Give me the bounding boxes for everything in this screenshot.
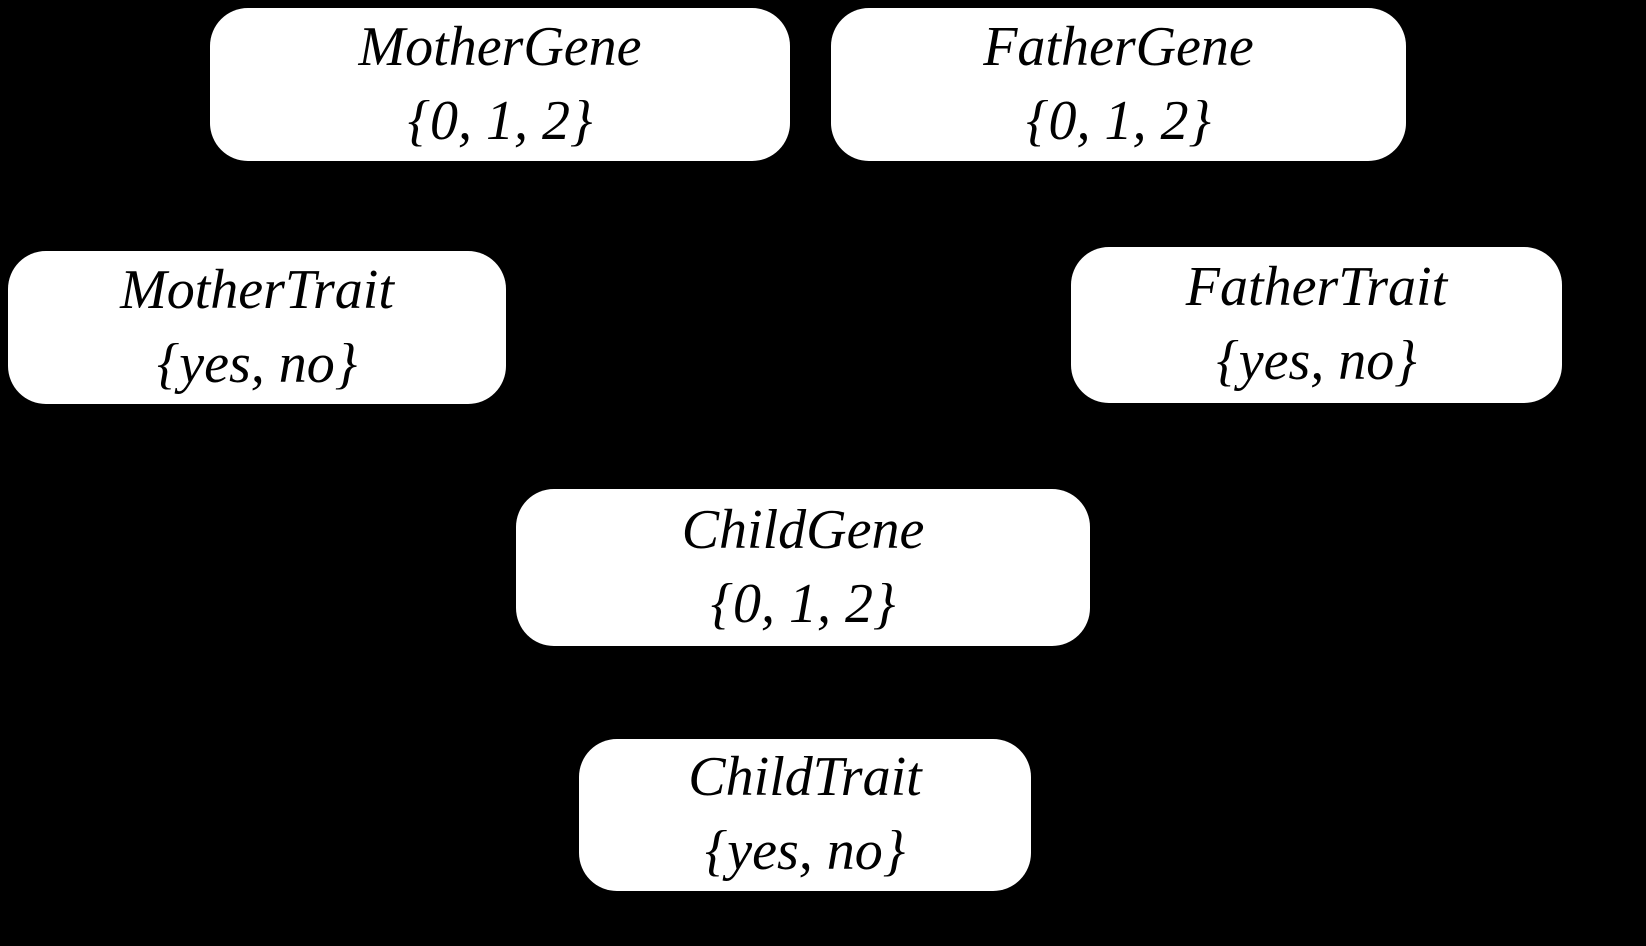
node-label: MotherGene (358, 15, 642, 78)
node-domain: {yes, no} (704, 820, 906, 882)
node-domain: {0, 1, 2} (1026, 89, 1211, 152)
node-mother-gene: MotherGene {0, 1, 2} (210, 8, 790, 161)
node-label: ChildTrait (688, 746, 922, 809)
node-domain: {0, 1, 2} (407, 89, 593, 152)
node-father-trait: FatherTrait {yes, no} (1071, 247, 1562, 403)
node-label: FatherGene (983, 15, 1254, 78)
node-domain: {yes, no} (156, 332, 358, 395)
node-domain: {yes, no} (1216, 330, 1417, 392)
node-domain: {0, 1, 2} (710, 572, 896, 635)
node-child-gene: ChildGene {0, 1, 2} (516, 489, 1090, 646)
node-father-gene: FatherGene {0, 1, 2} (831, 8, 1406, 161)
node-label: FatherTrait (1185, 256, 1448, 319)
node-label: ChildGene (681, 498, 925, 561)
node-mother-trait: MotherTrait {yes, no} (8, 251, 506, 404)
node-label: MotherTrait (120, 258, 394, 321)
node-child-trait: ChildTrait {yes, no} (579, 739, 1031, 891)
